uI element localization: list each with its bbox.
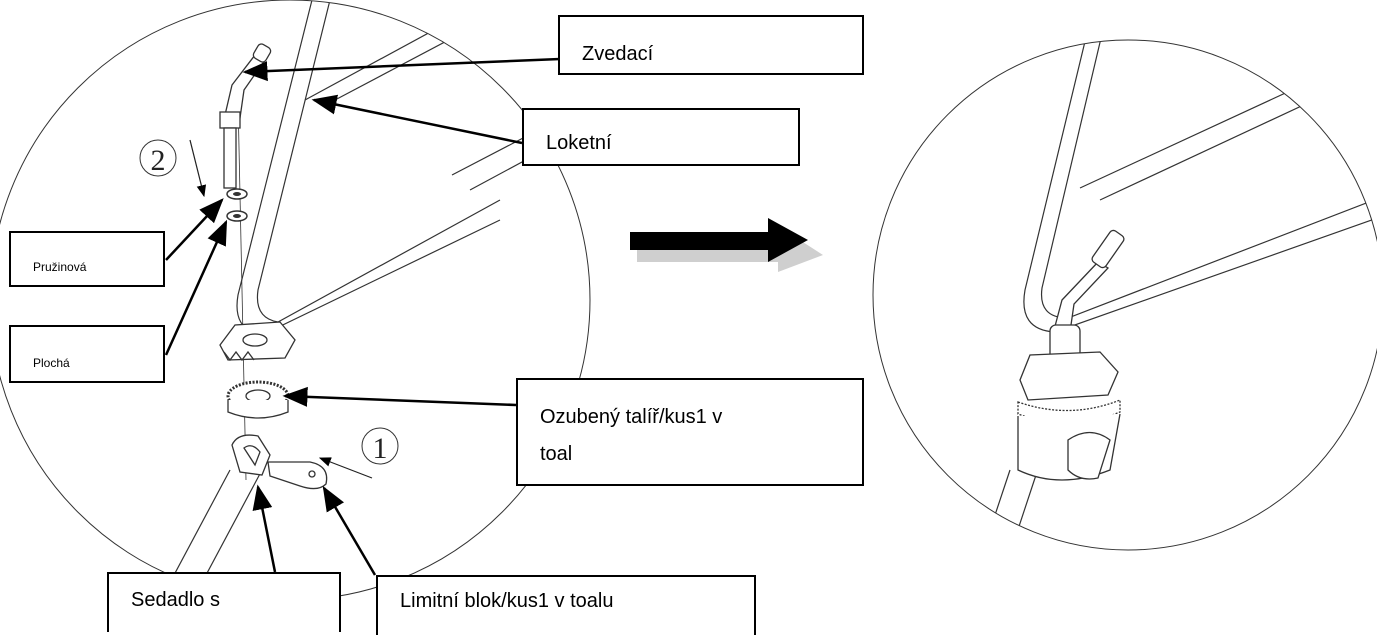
assembly-diagram: 2 1	[0, 0, 1377, 601]
label-limit-block: Limitní blok/kus1 v toalu	[376, 575, 756, 635]
label-toothed-plate-line2: toal	[540, 443, 573, 465]
label-seat-clamp-text: Sedadlo s	[131, 589, 220, 611]
label-flat-washer-text: Plochá	[33, 356, 70, 370]
leader-arrows	[164, 57, 561, 576]
label-spring-washer-text: Pružinová	[33, 260, 87, 274]
label-lift-lever: Zvedací	[558, 15, 864, 75]
armrest-frame-outer	[236, 0, 501, 336]
step-1-circle	[361, 427, 399, 465]
label-elbow-rest: Loketní	[522, 108, 800, 166]
lift-lever-part	[219, 43, 272, 189]
step-2-number: 2	[151, 144, 166, 177]
label-limit-block-text: Limitní blok/kus1 v toalu	[400, 590, 614, 612]
label-toothed-plate: Ozubený talíř/kus1 v toal	[516, 378, 864, 486]
assembled-view	[872, 39, 1377, 551]
armrest-frame-inner	[256, 0, 501, 323]
label-toothed-plate-line1: Ozubený talíř/kus1 v	[540, 406, 723, 428]
label-lift-lever-text: Zvedací	[582, 43, 654, 65]
label-spring-washer: Pružinová	[9, 231, 165, 287]
exploded-view: 2 1	[0, 0, 591, 601]
step-1-number: 1	[373, 432, 388, 465]
step-2-circle	[139, 139, 177, 177]
bracket-part	[219, 321, 296, 362]
seat-clamp-part	[231, 434, 328, 490]
label-elbow-rest-text: Loketní	[546, 132, 612, 154]
direction-arrow	[630, 218, 823, 272]
toothed-plate-part	[226, 380, 290, 419]
label-seat-clamp: Sedadlo s	[107, 572, 341, 632]
label-flat-washer: Plochá	[9, 325, 165, 383]
